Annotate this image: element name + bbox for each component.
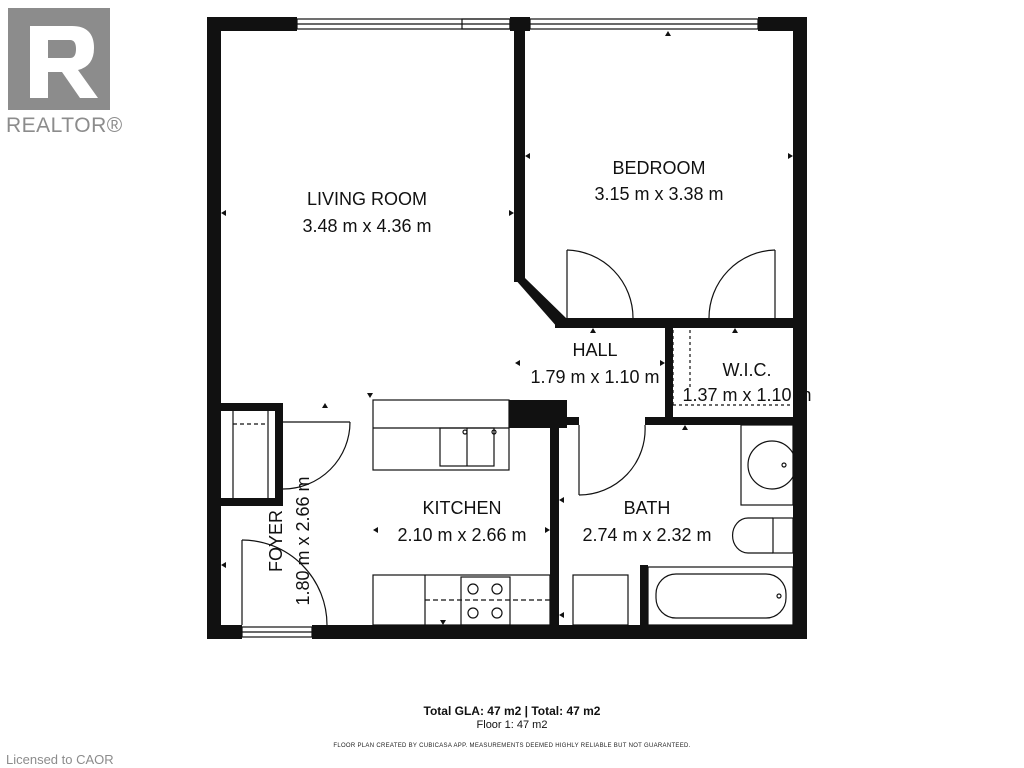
floor-area: Floor 1: 47 m2 bbox=[476, 719, 548, 731]
wic-name: W.I.C. bbox=[723, 360, 772, 380]
floor-plan: LIVING ROOM 3.48 m x 4.36 m BEDROOM 3.15… bbox=[207, 17, 812, 639]
license-text: Licensed to CAOR bbox=[6, 752, 114, 767]
realtor-wordmark: REALTOR® bbox=[6, 114, 123, 137]
kitchen-fixtures bbox=[372, 399, 551, 626]
kitchen-name: KITCHEN bbox=[422, 498, 501, 518]
hall-name: HALL bbox=[572, 340, 617, 360]
foyer-size: 1.80 m x 2.66 m bbox=[293, 476, 313, 605]
wic-size: 1.37 m x 1.10 m bbox=[682, 385, 811, 405]
bath-name: BATH bbox=[624, 498, 671, 518]
bedroom-size: 3.15 m x 3.38 m bbox=[594, 184, 723, 204]
dimension-markers bbox=[221, 31, 793, 625]
bedroom-name: BEDROOM bbox=[612, 158, 705, 178]
kitchen-size: 2.10 m x 2.66 m bbox=[397, 525, 526, 545]
hall-size: 1.79 m x 1.10 m bbox=[530, 367, 659, 387]
windows bbox=[241, 18, 759, 638]
realtor-r-mark bbox=[30, 26, 98, 98]
walls bbox=[207, 17, 807, 639]
room-labels: LIVING ROOM 3.48 m x 4.36 m BEDROOM 3.15… bbox=[266, 158, 812, 606]
living-room-name: LIVING ROOM bbox=[307, 189, 427, 209]
doors bbox=[232, 249, 776, 626]
realtor-logo bbox=[8, 8, 110, 110]
bath-fixtures bbox=[572, 330, 797, 626]
foyer-name: FOYER bbox=[266, 510, 286, 572]
disclaimer: FLOOR PLAN CREATED BY CUBICASA APP. MEAS… bbox=[333, 743, 691, 749]
bath-size: 2.74 m x 2.32 m bbox=[582, 525, 711, 545]
living-room-size: 3.48 m x 4.36 m bbox=[302, 216, 431, 236]
area-totals: Total GLA: 47 m2 | Total: 47 m2 bbox=[423, 704, 601, 718]
